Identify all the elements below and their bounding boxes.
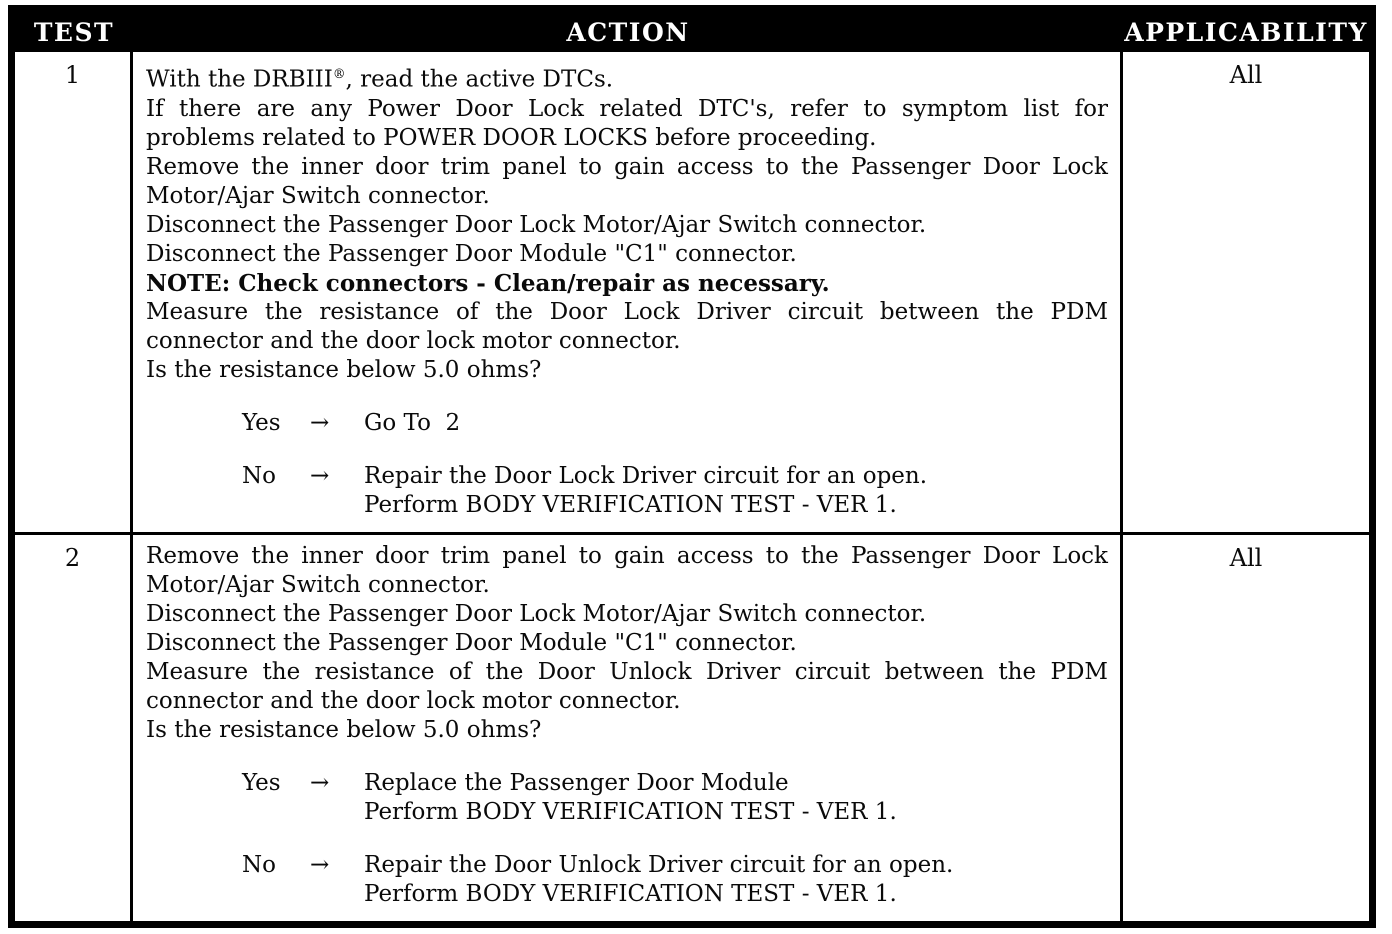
- answer-result-line: Repair the Door Unlock Driver circuit fo…: [364, 851, 954, 878]
- diagnostic-test-table: TEST ACTION APPLICABILITY 1 With the DRB…: [8, 5, 1376, 928]
- action-step: Remove the inner door trim panel to gain…: [146, 153, 1108, 209]
- action-step: If there are any Power Door Lock related…: [146, 95, 1108, 151]
- column-header-test: TEST: [33, 17, 115, 47]
- action-step: Disconnect the Passenger Door Lock Motor…: [146, 600, 927, 627]
- answer-result: Go To 2: [364, 409, 1108, 438]
- action-step: Disconnect the Passenger Door Lock Motor…: [146, 211, 927, 238]
- action-step: Disconnect the Passenger Door Module "C1…: [146, 240, 797, 267]
- action-cell: Remove the inner door trim panel to gain…: [133, 534, 1123, 921]
- step-text: With the DRBIII: [146, 66, 333, 93]
- action-note: NOTE: Check connectors - Clean/repair as…: [146, 269, 830, 297]
- answer-result: Repair the Door Unlock Driver circuit fo…: [364, 851, 1108, 909]
- answer-row-yes: Yes → Replace the Passenger Door Module …: [146, 769, 1108, 827]
- answer-row-yes: Yes → Go To 2: [146, 409, 1108, 438]
- answer-result-line: Repair the Door Lock Driver circuit for …: [364, 462, 928, 489]
- action-step: Remove the inner door trim panel to gain…: [146, 542, 1108, 598]
- answer-row-no: No → Repair the Door Lock Driver circuit…: [146, 462, 1108, 520]
- action-step: Is the resistance below 5.0 ohms?: [146, 716, 542, 743]
- answer-result-line: Perform BODY VERIFICATION TEST - VER 1.: [364, 491, 897, 518]
- answer-result-line: Replace the Passenger Door Module: [364, 769, 789, 796]
- column-header-applicability: APPLICABILITY: [1124, 17, 1368, 47]
- answer-result-line: Perform BODY VERIFICATION TEST - VER 1.: [364, 798, 897, 825]
- table-header-row: TEST ACTION APPLICABILITY: [15, 12, 1369, 52]
- action-step: Measure the resistance of the Door Unloc…: [146, 658, 1108, 714]
- table-row: 2 Remove the inner door trim panel to ga…: [15, 531, 1369, 921]
- right-arrow-icon: →: [310, 409, 330, 436]
- answer-row-no: No → Repair the Door Unlock Driver circu…: [146, 851, 1108, 909]
- applicability-cell: All: [1229, 61, 1263, 89]
- right-arrow-icon: →: [310, 851, 330, 878]
- right-arrow-icon: →: [310, 769, 330, 796]
- action-step: Measure the resistance of the Door Lock …: [146, 298, 1108, 354]
- answer-result-line: Perform BODY VERIFICATION TEST - VER 1.: [364, 880, 897, 907]
- action-step: Is the resistance below 5.0 ohms?: [146, 356, 542, 383]
- answer-result-line: Go To 2: [364, 409, 461, 436]
- answer-label: Yes: [242, 409, 281, 436]
- column-header-action: ACTION: [566, 17, 690, 47]
- action-cell: With the DRBIII®, read the active DTCs. …: [133, 52, 1123, 532]
- test-number-cell: 2: [15, 534, 133, 921]
- step-text: , read the active DTCs.: [345, 66, 614, 93]
- test-number-cell: 1: [15, 52, 133, 532]
- action-step: With the DRBIII®, read the active DTCs.: [146, 59, 1108, 95]
- answer-label: No: [242, 462, 276, 489]
- applicability-cell: All: [1229, 543, 1263, 572]
- answer-result: Replace the Passenger Door Module Perfor…: [364, 769, 1108, 827]
- answer-label: Yes: [242, 769, 281, 796]
- answer-label: No: [242, 851, 276, 878]
- action-step: Disconnect the Passenger Door Module "C1…: [146, 629, 797, 656]
- right-arrow-icon: →: [310, 462, 330, 489]
- registered-trademark-symbol: ®: [332, 66, 346, 81]
- table-row: 1 With the DRBIII®, read the active DTCs…: [15, 52, 1369, 532]
- answer-result: Repair the Door Lock Driver circuit for …: [364, 462, 1108, 520]
